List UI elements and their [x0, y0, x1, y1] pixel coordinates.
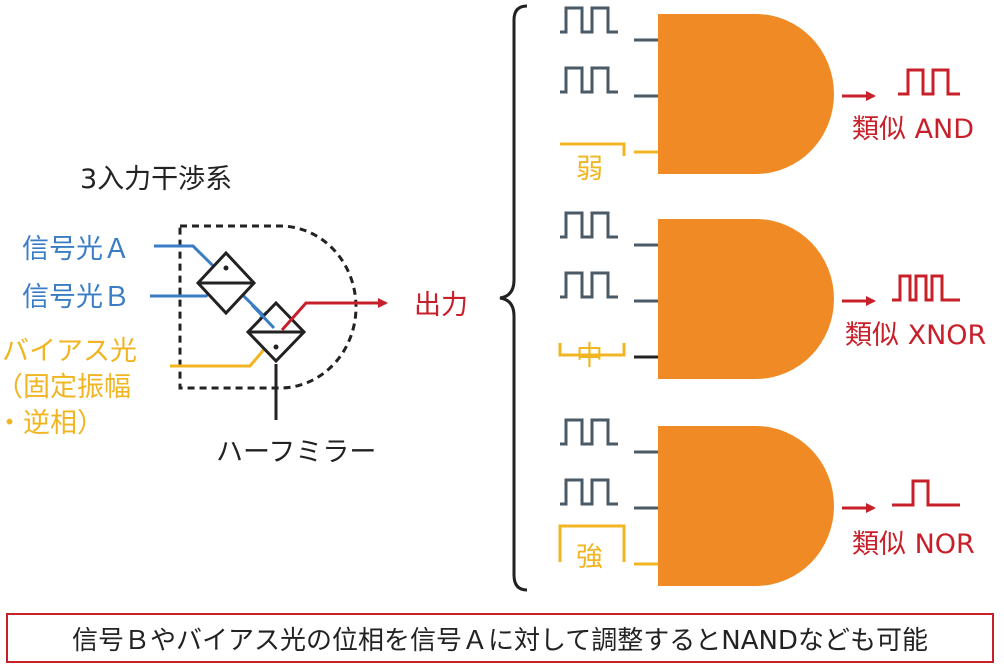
caption-text: 信号Ｂやバイアス光の位相を信号Ａに対して調整するとNANDなども可能 [72, 625, 928, 656]
signal-b-label: 信号光Ｂ [22, 282, 130, 313]
gate-result-label: 類似 AND [852, 114, 974, 145]
gate-body [658, 14, 834, 174]
gate-result-label: 類似 NOR [852, 529, 975, 560]
bias-level-label: 弱 [576, 154, 603, 185]
signal-a-waveform [560, 418, 618, 446]
bias-level-shape [558, 524, 626, 562]
output-waveform [892, 479, 960, 507]
half-mirror-label: ハーフミラー [216, 437, 376, 468]
bias-level-label: 中 [576, 341, 603, 372]
half-mirror-1 [195, 250, 257, 316]
gate-body [658, 426, 834, 586]
interferometer-enclosure [178, 224, 358, 390]
caption-box: 信号Ｂやバイアス光の位相を信号Ａに対して調整するとNANDなども可能 [6, 613, 994, 663]
gate-group-1 [594, 10, 660, 52]
gate-panel-1: 弱 類似 AND [560, 6, 974, 185]
bias-level-shape [560, 142, 626, 156]
output-label: 出力 [414, 290, 468, 321]
bias-label-line2: （固定振幅 [0, 372, 131, 403]
system-title: 3入力干渉系 [80, 164, 232, 195]
bias-label-line1: バイアス光 [2, 336, 137, 367]
gate-result-label: 類似 XNOR [845, 320, 986, 351]
gate-body [658, 219, 834, 379]
bias-level-shape [558, 343, 626, 357]
gate-panel-3: 強 類似 NOR [558, 418, 975, 586]
signal-a-waveform [560, 6, 618, 34]
signal-a-waveform [560, 211, 618, 239]
signal-b-waveform [560, 271, 618, 299]
bias-label-line3: ・逆相） [0, 408, 104, 439]
gate-panel-2: 中 類似 XNOR [558, 211, 986, 379]
bias-level-label: 強 [576, 542, 603, 573]
output-waveform [898, 68, 960, 96]
signal-a-label: 信号光Ａ [22, 234, 130, 265]
signal-b-waveform [560, 478, 618, 506]
output-waveform [892, 274, 960, 302]
output-beam [280, 298, 388, 331]
signal-b-waveform [560, 66, 618, 94]
bias-beam [170, 339, 274, 368]
curly-brace [499, 4, 528, 592]
